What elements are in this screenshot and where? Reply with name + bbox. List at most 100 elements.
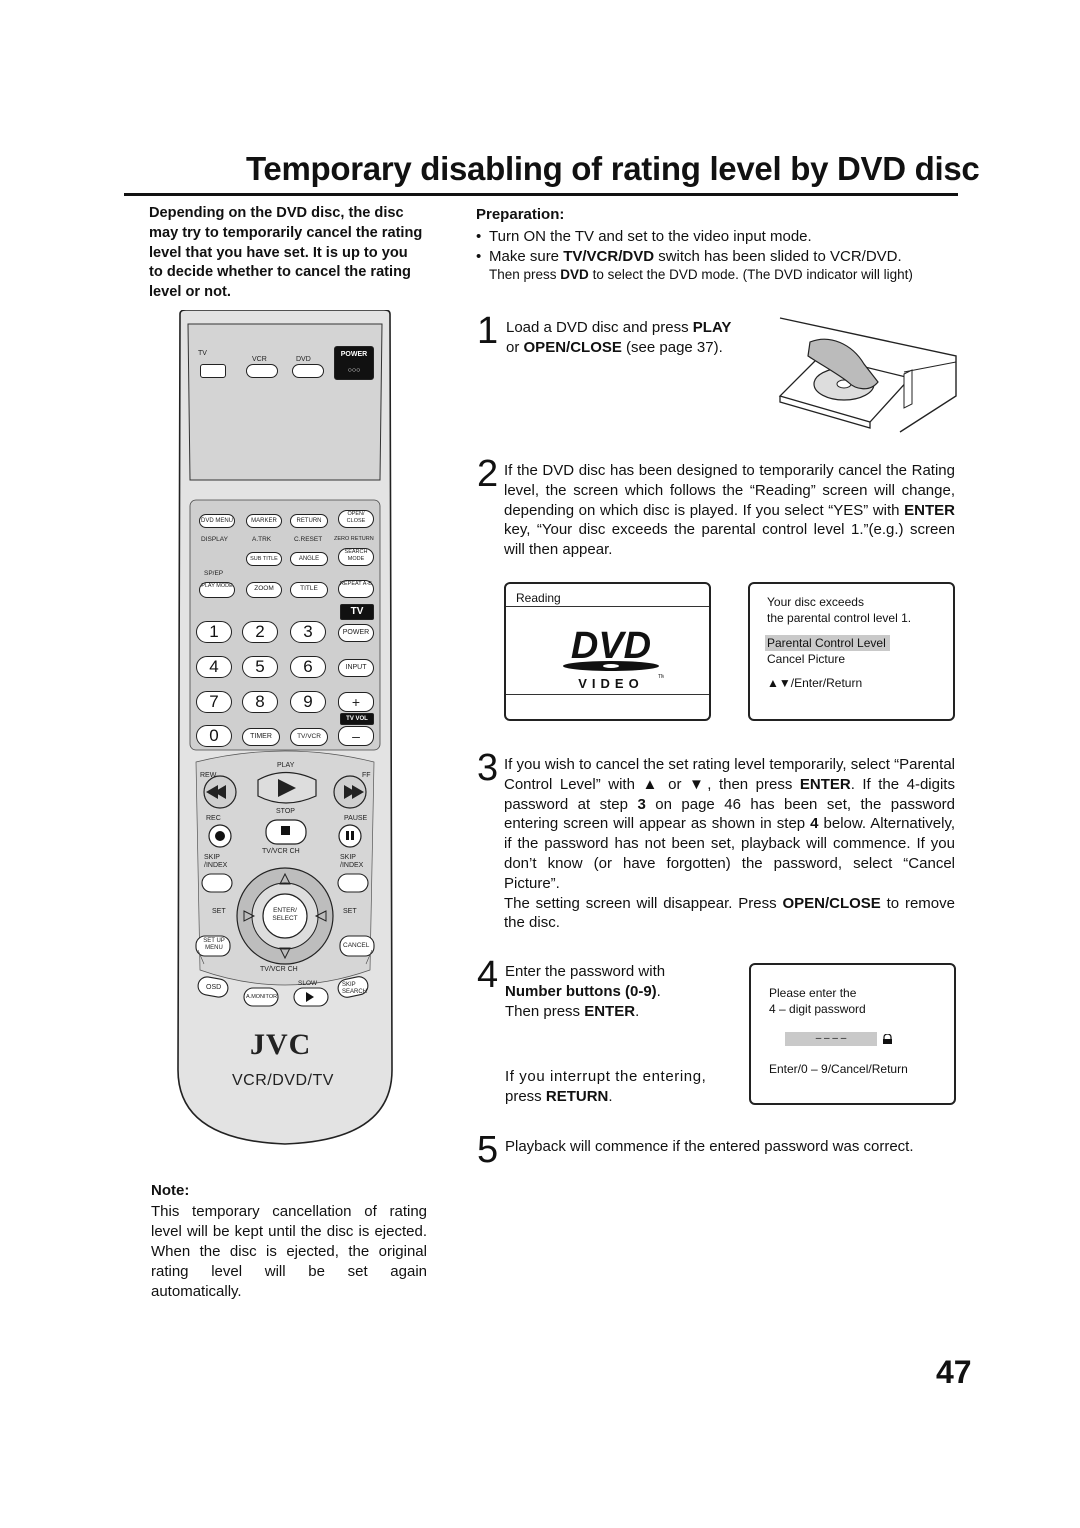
step-4-subtext: If you interrupt the entering, press RET… (505, 1068, 707, 1105)
step-1-text: Load a DVD disc and press PLAY or OPEN/C… (506, 319, 732, 356)
number-7-button[interactable]: 7 (196, 691, 232, 713)
atrk-label: A.TRK (252, 536, 272, 543)
svg-text:TM: TM (658, 674, 664, 680)
number-2-button[interactable]: 2 (242, 621, 278, 643)
number-6-button[interactable]: 6 (290, 656, 326, 678)
title-rule (124, 193, 958, 196)
number-0-button[interactable]: 0 (196, 725, 232, 747)
step-3-text: If you wish to cancel the set rating lev… (504, 756, 956, 932)
preparation-bullet: •Make sure TV/VCR/DVD switch has been sl… (476, 248, 902, 265)
tv-vcr-dvd-switch[interactable] (200, 364, 226, 378)
set-right-label: SET (343, 908, 357, 915)
number-1-button[interactable]: 1 (196, 621, 232, 643)
vcr-label: VCR (252, 356, 267, 363)
exceeds-nav-hint: ▲▼/Enter/Return (767, 676, 863, 690)
subtitle-button[interactable]: SUB TITLE (246, 552, 282, 566)
exceeds-line-2: the parental control level 1. (767, 611, 912, 625)
dvd-label: DVD (296, 356, 311, 363)
skip-index-left-label: SKIP /INDEX (204, 854, 228, 869)
vcr-button[interactable] (246, 364, 278, 378)
marker-button[interactable]: MARKER (246, 514, 282, 528)
password-nav-hint: Enter/0 – 9/Cancel/Return (769, 1062, 908, 1076)
tv-vcr-ch-up-label: TV/VCR CH (262, 848, 300, 855)
search-mode-button[interactable]: SEARCH MODE (338, 548, 374, 566)
page-title: Temporary disabling of rating level by D… (246, 150, 980, 187)
reading-label: Reading (516, 591, 561, 605)
intro-text: Depending on the DVD disc, the disc may … (149, 205, 423, 301)
disc-loading-illustration (778, 317, 957, 433)
creset-label: C.RESET (294, 536, 323, 543)
tv-volume-up-button[interactable]: + (338, 692, 374, 712)
password-screen: Please enter the 4 – digit password – – … (749, 963, 956, 1105)
page-number: 47 (936, 1354, 972, 1390)
remote-control-illustration: TV VCR DVD POWER○○○ DVD MENU MARKER RETU… (174, 310, 396, 1146)
svg-text:VIDEO: VIDEO (578, 676, 643, 691)
number-4-button[interactable]: 4 (196, 656, 232, 678)
input-button[interactable]: INPUT (338, 659, 374, 677)
cancel-button[interactable]: CANCEL (343, 942, 370, 949)
svg-text:DVD: DVD (571, 625, 651, 667)
password-input[interactable]: – – – – (785, 1032, 877, 1046)
rec-label: REC (206, 815, 221, 822)
dvd-button[interactable] (292, 364, 324, 378)
up-arrow-icon: ▲ (642, 775, 661, 793)
tv-vcr-ch-down-label: TV/VCR CH (260, 966, 298, 973)
number-8-button[interactable]: 8 (242, 691, 278, 713)
preparation-heading: Preparation: (476, 206, 565, 223)
display-label: DISPLAY (201, 536, 228, 543)
a-monitor-button[interactable]: A.MONITOR (246, 994, 278, 1000)
step-2-text: If the DVD disc has been designed to tem… (504, 462, 955, 559)
repeat-ab-button[interactable]: REPEAT A-B (338, 580, 374, 598)
open-close-button[interactable]: OPEN/ CLOSE (338, 510, 374, 528)
play-mode-button[interactable]: PLAY MODE (199, 582, 235, 598)
enter-select-button[interactable]: ENTER/ SELECT (272, 907, 298, 922)
step-number: 1 (477, 310, 499, 352)
skip-index-right-label: SKIP /INDEX (340, 854, 364, 869)
dvd-menu-button[interactable]: DVD MENU (199, 514, 235, 528)
number-3-button[interactable]: 3 (290, 621, 326, 643)
exceeds-line-1: Your disc exceeds (767, 595, 864, 609)
model-label: VCR/DVD/TV (232, 1072, 334, 1089)
number-9-button[interactable]: 9 (290, 691, 326, 713)
password-line-1: Please enter the (769, 986, 857, 1000)
play-label: PLAY (277, 762, 295, 769)
reading-screen: Reading DVD VIDEO TM (504, 582, 711, 721)
dvd-video-logo: DVD VIDEO TM (563, 625, 664, 691)
step-number: 5 (477, 1129, 499, 1171)
return-button[interactable]: RETURN (290, 514, 328, 528)
parental-exceeds-screen: Your disc exceeds the parental control l… (748, 582, 955, 721)
up-down-arrows-icon: ▲▼ (767, 676, 791, 690)
note-heading: Note: (151, 1182, 190, 1199)
title-button[interactable]: TITLE (290, 582, 328, 598)
set-left-label: SET (212, 908, 226, 915)
step-4-text: Enter the password with Number buttons (… (505, 963, 666, 1020)
step-number: 3 (477, 747, 499, 789)
setup-menu-button[interactable]: SET UP MENU (203, 938, 225, 951)
preparation-subnote: Then press DVD to select the DVD mode. (… (489, 267, 913, 282)
option-cancel-picture[interactable]: Cancel Picture (767, 652, 846, 666)
rew-label: REW (200, 772, 217, 779)
tv-power-button[interactable]: POWER (338, 624, 374, 642)
spep-label: SP/EP (204, 570, 224, 577)
zoom-button[interactable]: ZOOM (246, 582, 282, 598)
osd-button[interactable]: OSD (206, 984, 222, 991)
step-5-text: Playback will commence if the entered pa… (505, 1138, 914, 1155)
option-parental-control-level[interactable]: Parental Control Level (765, 635, 890, 651)
power-button[interactable]: POWER○○○ (334, 346, 374, 380)
angle-button[interactable]: ANGLE (290, 552, 328, 566)
lock-icon (883, 1034, 892, 1044)
pause-label: PAUSE (344, 815, 368, 822)
slow-label: SLOW (298, 980, 318, 987)
tv-volume-down-button[interactable]: – (338, 726, 374, 746)
tv-section-label: TV (340, 604, 374, 620)
preparation-bullet: •Turn ON the TV and set to the video inp… (476, 228, 812, 245)
timer-button[interactable]: TIMER (242, 728, 280, 746)
stop-label: STOP (276, 808, 295, 815)
number-5-button[interactable]: 5 (242, 656, 278, 678)
zero-return-label: ZERO RETURN (334, 536, 374, 542)
tv-vcr-button[interactable]: TV/VCR (290, 728, 328, 746)
step-number: 2 (477, 453, 499, 495)
down-arrow-icon: ▼ (689, 775, 708, 793)
step-number: 4 (477, 954, 499, 996)
skip-search-button[interactable]: SKIP SEARCH (342, 982, 368, 995)
